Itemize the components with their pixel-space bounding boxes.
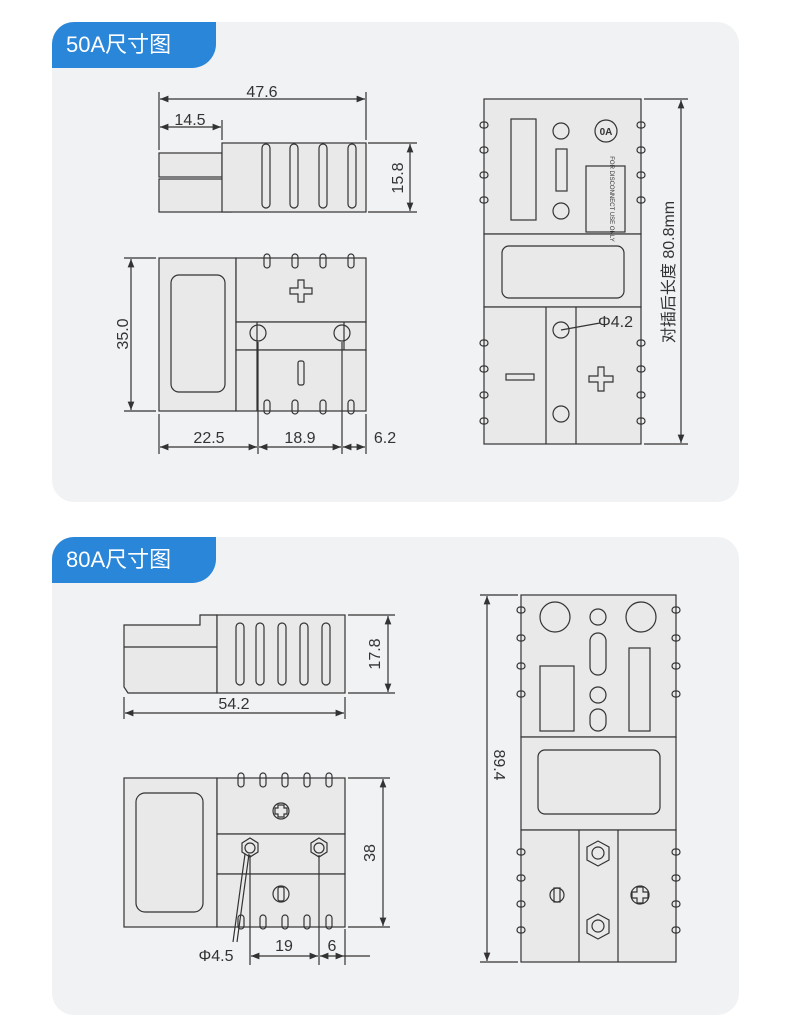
section-title-80a: 80A尺寸图 [52, 537, 216, 583]
dim-hole-dia-50a: Φ4.2 [598, 314, 633, 331]
dim-height-80a: 17.8 [367, 638, 384, 669]
dim-overall-height-80a: 89.4 [490, 749, 507, 780]
dim-mated-length-50a: 对插后长度 80.8mm [660, 201, 678, 343]
top-view-50a [479, 98, 688, 445]
dim-seg-a-50a: 22.5 [193, 430, 224, 447]
drawing-80a: 17.8 54.2 38 Φ4.5 19 6 89.4 [123, 594, 681, 965]
dim-width-80a: 38 [362, 844, 379, 862]
dim-height-50a: 15.8 [390, 162, 407, 193]
dim-seg-b-80a: 6 [328, 938, 337, 955]
panel-50a: 50A尺寸图 [52, 22, 739, 502]
top-view-80a [480, 594, 681, 963]
drawing-50a: 47.6 14.5 15.8 35.0 22.5 18.9 6.2 Φ4.2 对… [115, 84, 688, 454]
dim-width-50a: 35.0 [115, 318, 132, 349]
dim-hole-dia-80a: Φ4.5 [198, 948, 233, 965]
panel-80a: 80A尺寸图 [52, 537, 739, 1015]
dim-seg-a-80a: 19 [275, 938, 293, 955]
dim-seg-b-50a: 18.9 [284, 430, 315, 447]
front-view-50a [124, 253, 367, 454]
dim-length-80a: 54.2 [218, 696, 249, 713]
front-view-80a [123, 772, 390, 965]
side-view-50a [158, 92, 417, 213]
section-title-50a: 50A尺寸图 [52, 22, 216, 68]
dim-seg-c-50a: 6.2 [374, 430, 396, 447]
dim-front-length-50a: 14.5 [174, 112, 205, 129]
label-warning-text-50a: FOR DISCONNECT USE ONLY [608, 156, 614, 241]
dim-overall-length-50a: 47.6 [246, 84, 277, 101]
side-view-80a [123, 614, 395, 719]
logo-50a: 0A [600, 127, 613, 138]
